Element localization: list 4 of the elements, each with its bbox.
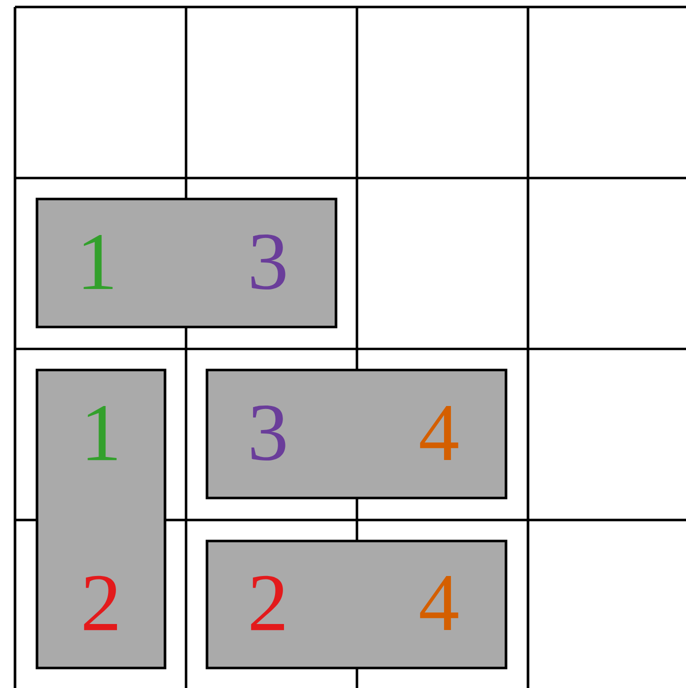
domino-tile: 2 4 [206,540,508,670]
domino-tile: 3 4 [206,368,508,500]
domino-tile: 1 2 [36,368,166,670]
domino-tile: 1 3 [36,198,338,328]
